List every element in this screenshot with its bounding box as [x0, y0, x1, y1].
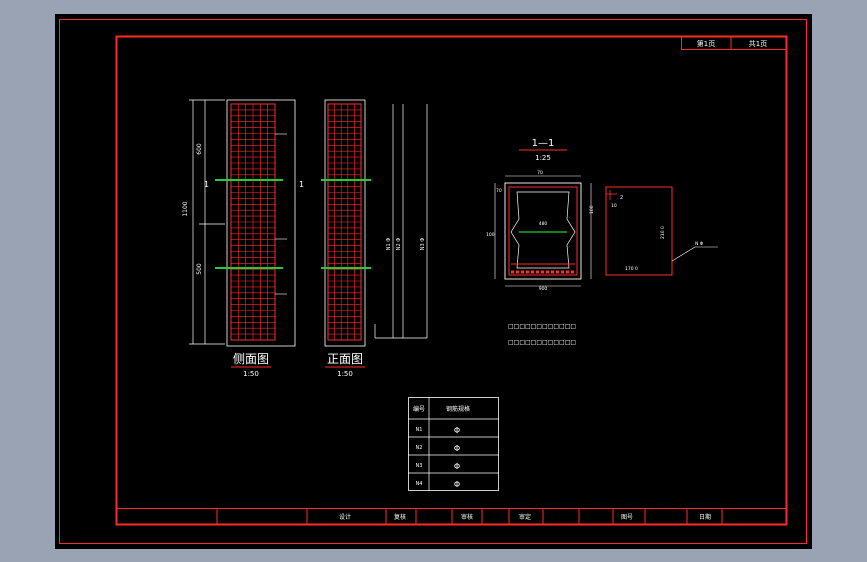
rebar-table: 编号 钢筋规格 N1 Φ N2 Φ N3 Φ N4 Φ — [408, 397, 499, 491]
side-view-title: 侧面图 — [233, 352, 269, 366]
detail-dim-top: 2 — [620, 195, 623, 201]
side-total-dim: 1100 — [182, 201, 189, 216]
front-view-title: 正面图 — [327, 352, 363, 366]
side-view: 1100 600 500 1 1 侧面图 1:50 — [182, 99, 304, 378]
front-view: 正面图 1:50 — [321, 99, 371, 378]
table-row-no: N2 — [416, 445, 423, 451]
title-block-cell: 日期 — [699, 513, 711, 521]
svg-text:N2 Φ: N2 Φ — [396, 238, 402, 251]
svg-text:N3 Φ: N3 Φ — [420, 238, 426, 251]
side-rebar-grid — [231, 104, 275, 340]
side-bottom-dim: 500 — [196, 263, 203, 275]
section-dim-topbar: 70 — [537, 170, 543, 176]
cut-mark-right: 1 — [299, 180, 304, 189]
section-dim-inner: 480 — [539, 221, 548, 227]
rebar-details: N1 Φ N2 Φ N3 Φ — [374, 104, 428, 339]
table-row-spec: Φ — [454, 426, 460, 435]
cut-mark-left: 1 — [204, 180, 209, 189]
title-block-cell: 图号 — [621, 514, 633, 521]
table-row-spec: Φ — [454, 444, 460, 453]
page-box: 第1页 共1页 — [681, 36, 787, 50]
title-block-cell: 审定 — [519, 513, 531, 521]
table-header-no: 编号 — [413, 405, 425, 413]
svg-text:N Φ: N Φ — [695, 241, 704, 247]
section-1-1: 1—1 1:25 70 70 480 900 100 100 — [486, 138, 595, 292]
front-rebar-grid — [328, 104, 361, 340]
section-dim-top: 70 — [496, 188, 502, 194]
note-line-1: □□□□□□□□□□□□ — [508, 323, 576, 330]
section-title: 1—1 — [532, 138, 555, 149]
detail-dim-side: 210 0 — [660, 226, 666, 239]
table-row-no: N1 — [416, 427, 423, 433]
sheet-number: 第1页 — [697, 39, 715, 48]
cad-drawing: 第1页 共1页 1100 600 500 1 1 侧面图 1:50 — [59, 19, 807, 544]
title-block-cell: 设计 — [339, 513, 351, 521]
detail-box: 2 10 170 0 210 0 N Φ — [605, 186, 718, 276]
table-row-no: N3 — [416, 463, 423, 469]
title-block-cell: 复核 — [394, 513, 406, 521]
section-scale: 1:25 — [535, 154, 551, 162]
section-dim-base: 900 — [539, 286, 548, 292]
notes: □□□□□□□□□□□□ □□□□□□□□□□□□ — [508, 323, 576, 346]
side-view-scale: 1:50 — [243, 370, 259, 378]
table-row-spec: Φ — [454, 480, 460, 489]
drawing-sheet: 第1页 共1页 1100 600 500 1 1 侧面图 1:50 — [55, 14, 812, 549]
inner-frame — [115, 35, 788, 526]
svg-text:N1 Φ: N1 Φ — [386, 238, 392, 251]
note-line-2: □□□□□□□□□□□□ — [508, 339, 576, 346]
outer-frame — [59, 19, 807, 544]
title-block-cell: 审核 — [461, 513, 473, 521]
title-block: 设计 复核 审核 审定 图号 日期 — [117, 508, 786, 524]
table-row-no: N4 — [416, 481, 423, 487]
detail-dim-left: 10 — [611, 203, 617, 209]
sheet-total: 共1页 — [749, 39, 767, 48]
table-header-spec: 钢筋规格 — [446, 405, 470, 413]
table-row-spec: Φ — [454, 462, 460, 471]
section-dim-right: 100 — [589, 205, 595, 214]
side-top-dim: 600 — [196, 143, 203, 155]
front-view-scale: 1:50 — [337, 370, 353, 378]
detail-dim-bottom: 170 0 — [625, 266, 638, 272]
section-dim-left: 100 — [486, 232, 495, 238]
